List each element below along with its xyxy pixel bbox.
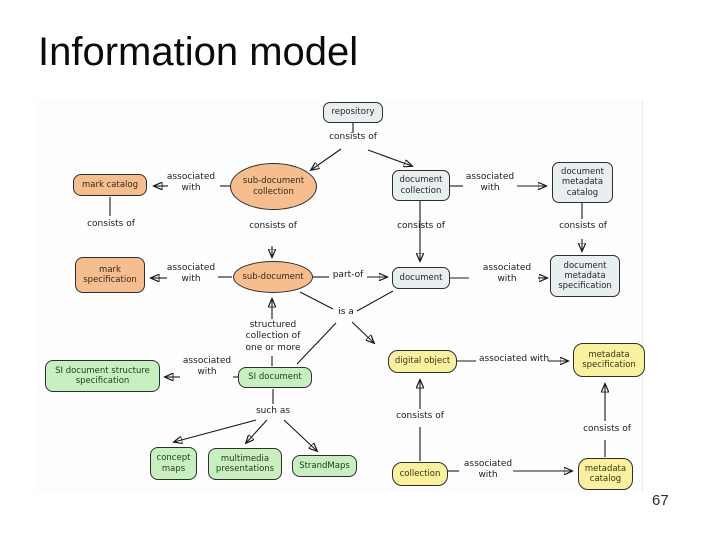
node-si-document-structure-specification: SI document structure specification <box>45 360 160 392</box>
page-number: 67 <box>652 492 669 509</box>
page-title: Information model <box>38 30 359 74</box>
edge-repository-to-subdoc-collection <box>311 148 342 170</box>
label-consists-of-collection: consists of <box>396 411 444 421</box>
node-sub-document: sub-document <box>233 261 313 293</box>
label-consists-of-document-collection: consists of <box>397 221 445 231</box>
label-associated-with-si-document: associated with <box>182 356 232 378</box>
label-part-of: part-of <box>332 270 364 280</box>
node-si-document: SI document <box>238 367 312 388</box>
edge-isa-to-document <box>356 290 394 312</box>
node-document-metadata-specification: document metadata specification <box>550 255 620 297</box>
diagram-background <box>35 100 643 493</box>
node-document-collection: document collection <box>392 170 450 201</box>
edge-suchas-to-concept-maps-arrow <box>174 419 257 442</box>
label-is-a: is a <box>338 307 354 317</box>
node-document: document <box>392 267 450 289</box>
label-associated-with-doc-collection: associated with <box>465 172 515 194</box>
label-associated-with-mark-spec: associated with <box>166 263 216 285</box>
edge-suchas-to-strandmaps-arrow <box>283 419 317 451</box>
edge-si-document-to-isa <box>296 322 337 365</box>
label-associated-with-mark-catalog: associated with <box>166 172 216 194</box>
label-consists-of-metadata-catalog: consists of <box>583 424 631 434</box>
node-mark-specification: mark specification <box>75 257 145 293</box>
node-sub-document-collection: sub-document collection <box>230 163 317 210</box>
edge-suchas-to-multimedia-arrow <box>246 419 268 443</box>
node-mark-catalog: mark catalog <box>73 174 147 196</box>
node-metadata-catalog: metadata catalog <box>578 458 633 490</box>
label-consists-of-subdoc-collection: consists of <box>249 221 297 231</box>
node-strandmaps: StrandMaps <box>292 455 357 477</box>
label-associated-with-document: associated with <box>482 263 532 285</box>
label-structured-collection: structured collection of one or more <box>245 320 301 353</box>
node-document-metadata-catalog: document metadata catalog <box>552 162 613 203</box>
label-consists-of-repository: consists of <box>329 132 377 142</box>
node-metadata-specification: metadata specification <box>573 343 645 377</box>
node-concept-maps: concept maps <box>150 447 197 480</box>
label-associated-with-digital-object: associated with <box>478 354 550 364</box>
node-digital-object: digital object <box>388 350 457 373</box>
label-consists-of-doc-metadata-catalog: consists of <box>559 221 607 231</box>
label-such-as: such as <box>255 406 291 416</box>
node-multimedia-presentations: multimedia presentations <box>208 448 282 480</box>
node-repository: repository <box>323 102 383 123</box>
edge-isa-to-digital-object-arrow <box>351 321 374 343</box>
node-collection: collection <box>392 462 448 486</box>
edge-repository-to-document-collection <box>367 149 412 166</box>
edge-subdocument-to-isa <box>299 291 334 310</box>
label-consists-of-mark-catalog: consists of <box>87 219 135 229</box>
label-associated-with-collection: associated with <box>463 459 513 481</box>
